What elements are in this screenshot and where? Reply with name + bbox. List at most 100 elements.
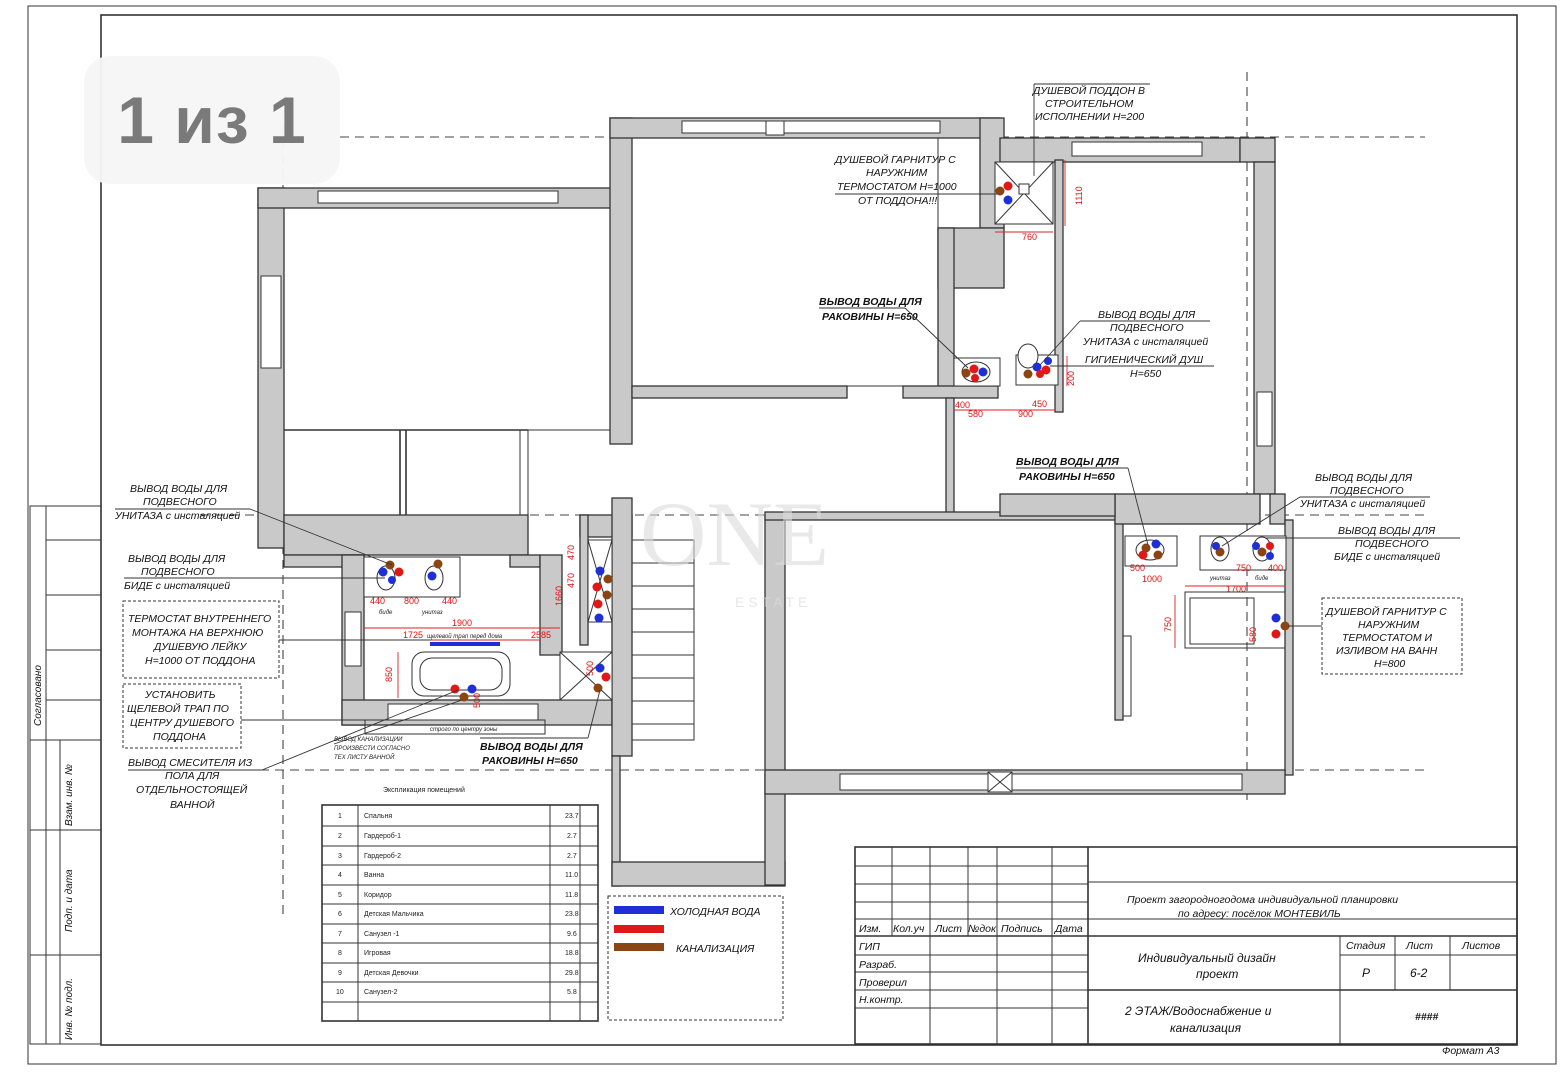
svg-text:ДУШЕВОЙ ПОДДОН В: ДУШЕВОЙ ПОДДОН В <box>1032 84 1145 97</box>
svg-text:ВЫВОД ВОДЫ ДЛЯ: ВЫВОД ВОДЫ ДЛЯ <box>128 553 226 565</box>
pipe-legend: ХОЛОДНАЯ ВОДА КАНАЛИЗАЦИЯ <box>607 895 784 1021</box>
tb-org: #### <box>1415 1011 1439 1023</box>
svg-text:ВЫВОД ВОДЫ ДЛЯ: ВЫВОД ВОДЫ ДЛЯ <box>130 483 228 495</box>
expl-row-9-name: Детская Девочки <box>364 970 419 977</box>
expl-row-3-area: 2.7 <box>567 853 577 860</box>
dim-750v: 750 <box>1163 617 1173 632</box>
dim-470b: 470 <box>566 573 576 588</box>
tb-role-3: Н.контр. <box>859 994 903 1006</box>
tb-col-4: Подпись <box>1001 923 1043 935</box>
dim-1000: 1000 <box>1142 574 1162 584</box>
bidet-word-right: биде <box>1255 576 1269 582</box>
svg-text:ДУШЕВОЙ ГАРНИТУР С: ДУШЕВОЙ ГАРНИТУР С <box>834 153 956 166</box>
note-bidet-right: ВЫВОД ВОДЫ ДЛЯ ПОДВЕСНОГО БИДЕ с инсталя… <box>1265 525 1460 563</box>
side-agreed-label: Согласовано <box>33 665 44 726</box>
note-sink-lower: ВЫВОД ВОДЫ ДЛЯ РАКОВИНЫ H=650 <box>480 689 601 767</box>
svg-text:НАРУЖНИМ: НАРУЖНИМ <box>866 167 928 179</box>
dim-580: 580 <box>968 409 983 419</box>
expl-row-2-n: 2 <box>338 833 342 840</box>
upper-bath-fixtures: 400 580 900 450 200 <box>953 343 1076 419</box>
tb-stage-label: Стадия <box>1346 940 1386 952</box>
tb-title-0: 2 ЭТАЖ/Водоснабжение и <box>1124 1004 1272 1018</box>
bidet-word-left: биде <box>379 610 393 616</box>
expl-row-1-area: 23.7 <box>565 813 579 820</box>
expl-row-5-n: 5 <box>338 892 342 899</box>
note-toilet-left: ВЫВОД ВОДЫ ДЛЯ ПОДВЕСНОГО УНИТАЗА с инст… <box>114 483 393 566</box>
svg-text:СТРОИТЕЛЬНОМ: СТРОИТЕЛЬНОМ <box>1045 98 1134 110</box>
expl-row-6-name: Детская Мальчика <box>364 911 424 918</box>
svg-text:ПОДВЕСНОГО: ПОДВЕСНОГО <box>1330 485 1404 497</box>
callout-notes: ДУШЕВОЙ ПОДДОН В СТРОИТЕЛЬНОМ ИСПОЛНЕНИИ… <box>114 83 1463 811</box>
expl-row-3-name: Гардероб-2 <box>364 852 401 860</box>
svg-text:ДУШЕВОЙ ГАРНИТУР С: ДУШЕВОЙ ГАРНИТУР С <box>1325 605 1447 618</box>
tb-design-0: Индивидуальный дизайн <box>1138 951 1276 965</box>
tb-sheet: 6-2 <box>1410 966 1428 980</box>
expl-row-6-area: 23.8 <box>565 911 579 918</box>
side-label-1: Подп. и дата <box>64 869 75 932</box>
expl-row-10-n: 10 <box>336 989 344 996</box>
svg-text:ОТ ПОДДОНА!!!: ОТ ПОДДОНА!!! <box>858 195 937 207</box>
tb-role-0: ГИП <box>859 941 880 953</box>
svg-text:ТЕРМОСТАТОМ H=1000: ТЕРМОСТАТОМ H=1000 <box>837 181 957 193</box>
narrow-bath-fixtures: 470 470 1660 500 <box>554 539 613 701</box>
expl-row-3-n: 3 <box>338 853 342 860</box>
dim-850: 850 <box>384 667 394 682</box>
dim-500r: 500 <box>1130 563 1145 573</box>
toilet-word-left: унитаз <box>421 610 443 616</box>
toilet-word-right: унитаз <box>1209 576 1231 582</box>
svg-text:H=1000 ОТ ПОДДОНА: H=1000 ОТ ПОДДОНА <box>145 655 255 667</box>
dim-2585: 2585 <box>531 630 551 640</box>
expl-row-7-area: 9.6 <box>567 931 577 938</box>
tb-col-0: Изм. <box>859 923 881 935</box>
svg-text:ВЫВОД КАНАЛИЗАЦИИ: ВЫВОД КАНАЛИЗАЦИИ <box>334 737 403 743</box>
svg-text:БИДЕ с инсталяцией: БИДЕ с инсталяцией <box>1334 551 1440 563</box>
tb-stage: Р <box>1362 966 1370 980</box>
tb-sheets-label: Листов <box>1461 940 1501 952</box>
dim-440b: 440 <box>442 596 457 606</box>
tb-project-1: по адресу: посёлок МОНТЕВИЛЬ <box>1178 908 1341 920</box>
side-label-0: Взам. инв. № <box>64 764 75 826</box>
note-bidet-left: ВЫВОД ВОДЫ ДЛЯ ПОДВЕСНОГО БИДЕ с инсталя… <box>124 553 385 592</box>
slot-drain-line: щелевой трап перед дома <box>427 633 503 640</box>
drain-center: строго по центру зоны <box>430 727 498 733</box>
svg-text:ВАННОЙ: ВАННОЙ <box>170 798 215 811</box>
svg-text:ИСПОЛНЕНИИ H=200: ИСПОЛНЕНИИ H=200 <box>1035 111 1144 123</box>
tb-sheet-label: Лист <box>1405 940 1433 952</box>
note-sink-mid: ВЫВОД ВОДЫ ДЛЯ РАКОВИНЫ H=650 <box>1016 456 1149 546</box>
note-drain: УСТАНОВИТЬ ЩЕЛЕВОЙ ТРАП ПО ЦЕНТРУ ДУШЕВО… <box>122 683 390 749</box>
svg-text:H=650: H=650 <box>1130 368 1161 380</box>
svg-text:УНИТАЗА с инсталяцией: УНИТАЗА с инсталяцией <box>1299 498 1425 510</box>
outer-frame <box>27 5 1557 1065</box>
windows <box>260 120 1273 793</box>
svg-text:ВЫВОД ВОДЫ ДЛЯ: ВЫВОД ВОДЫ ДЛЯ <box>1338 525 1436 537</box>
expl-row-7-name: Санузел -1 <box>364 931 400 938</box>
svg-text:ВЫВОД ВОДЫ ДЛЯ: ВЫВОД ВОДЫ ДЛЯ <box>1098 309 1196 321</box>
dim-470a: 470 <box>566 545 576 560</box>
explication-table: Экспликация помещений 1 Спальня 23.7 2 Г… <box>321 786 599 1022</box>
left-bath-fixtures: 440 800 440 биде унитаз 1900 1725 щелево… <box>363 556 560 735</box>
svg-text:ПОДВЕСНОГО: ПОДВЕСНОГО <box>1110 322 1184 334</box>
svg-text:ДУШЕВУЮ ЛЕЙКУ: ДУШЕВУЮ ЛЕЙКУ <box>153 640 247 653</box>
note-shower-tray: ДУШЕВОЙ ПОДДОН В СТРОИТЕЛЬНОМ ИСПОЛНЕНИИ… <box>1032 83 1150 176</box>
side-stamp: Согласовано Взам. инв. № Подп. и дата Ин… <box>29 505 102 1045</box>
side-label-2: Инв. № подл. <box>64 978 75 1040</box>
svg-text:ЩЕЛЕВОЙ ТРАП ПО: ЩЕЛЕВОЙ ТРАП ПО <box>127 702 229 715</box>
dim-400: 400 <box>955 400 970 410</box>
note-hygienic-shower: ГИГИЕНИЧЕСКИЙ ДУШ H=650 <box>1050 353 1214 380</box>
svg-text:ГИГИЕНИЧЕСКИЙ ДУШ: ГИГИЕНИЧЕСКИЙ ДУШ <box>1085 353 1203 366</box>
right-bath-fixtures: 500 1000 750 400 унитаз биде 1700 750 58… <box>1124 535 1290 648</box>
svg-text:H=800: H=800 <box>1374 658 1405 670</box>
explication-title: Экспликация помещений <box>383 786 465 794</box>
dim-200: 200 <box>1066 371 1076 386</box>
expl-row-4-n: 4 <box>338 872 342 879</box>
svg-text:ВЫВОД ВОДЫ ДЛЯ: ВЫВОД ВОДЫ ДЛЯ <box>1016 456 1119 468</box>
note-thermostat: ТЕРМОСТАТ ВНУТРЕННЕГО МОНТАЖА НА ВЕРХНЮЮ… <box>122 600 430 679</box>
page-indicator-text: 1 из 1 <box>117 83 307 157</box>
svg-text:ПОДВЕСНОГО: ПОДВЕСНОГО <box>143 496 217 508</box>
expl-row-4-name: Ванна <box>364 872 384 879</box>
dim-450: 450 <box>1032 399 1047 409</box>
svg-text:ТЕРМОСТАТ ВНУТРЕННЕГО: ТЕРМОСТАТ ВНУТРЕННЕГО <box>128 613 271 625</box>
note-shower-set-top: ДУШЕВОЙ ГАРНИТУР С НАРУЖНИМ ТЕРМОСТАТОМ … <box>834 153 998 207</box>
expl-row-5-name: Коридор <box>364 892 392 899</box>
staircase <box>631 539 695 741</box>
